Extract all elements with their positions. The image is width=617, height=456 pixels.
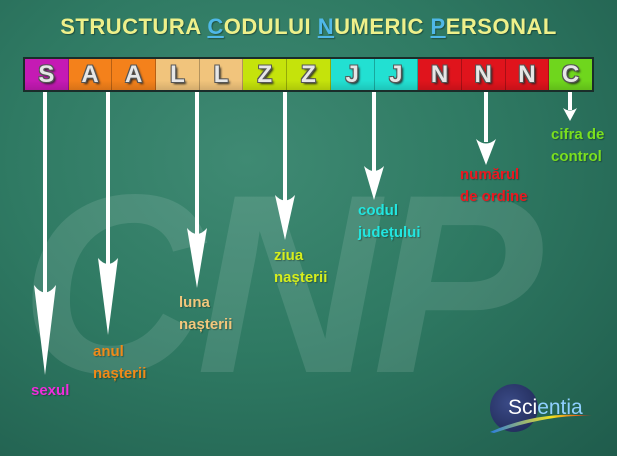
title-highlight-c: C (207, 14, 224, 39)
logo-text: Scientia (508, 396, 583, 420)
arrow-control (563, 92, 577, 121)
title-highlight-n: N (317, 14, 335, 39)
title-part-1: STRUCTURA (60, 14, 208, 39)
cell-l1: L (156, 59, 200, 90)
label-luna: luna nașterii (179, 292, 232, 336)
label-luna-line-1: luna (179, 294, 210, 311)
scientia-logo: Scientia (490, 384, 600, 436)
label-judet: codul județului (358, 200, 421, 244)
label-ordine-line-1: numărul (460, 166, 520, 183)
cnp-digit-strip: S A A L L Z Z J J N N N C (23, 57, 594, 92)
cell-s: S (25, 59, 69, 90)
label-anul-line-2: nașterii (93, 365, 147, 382)
cell-c: C (549, 59, 592, 90)
label-ziua-line-1: ziua (274, 247, 304, 264)
label-sexul: sexul (31, 380, 69, 402)
arrow-anul (98, 92, 118, 335)
label-anul: anul nașterii (93, 341, 146, 385)
label-control-line-1: cifra de (551, 126, 605, 143)
title-part-4: ERSONAL (445, 14, 557, 39)
page-title: STRUCTURA CODULUI NUMERIC PERSONAL (0, 14, 617, 40)
logo-text-main: Sci (508, 396, 538, 419)
label-ziua: ziua nașterii (274, 245, 327, 289)
label-ziua-line-2: nașterii (274, 269, 328, 286)
cell-n1: N (418, 59, 462, 90)
label-sexul-line-1: sexul (31, 382, 70, 399)
title-part-2: ODULUI (223, 14, 318, 39)
arrow-sexul (34, 92, 56, 375)
title-highlight-p: P (430, 14, 446, 39)
logo-swoosh (490, 414, 592, 433)
label-luna-line-2: nașterii (179, 316, 233, 333)
cell-z2: Z (287, 59, 331, 90)
label-ordine-line-2: de ordine (460, 188, 528, 205)
label-judet-line-2: județului (358, 224, 421, 241)
cell-l2: L (199, 59, 244, 90)
label-ordine: numărul de ordine (460, 164, 528, 208)
label-control: cifra de control (551, 124, 604, 168)
cell-a1: A (68, 59, 113, 90)
arrow-ziua (275, 92, 295, 240)
cell-n2: N (461, 59, 506, 90)
label-anul-line-1: anul (93, 343, 124, 360)
cell-a2: A (112, 59, 157, 90)
label-control-line-2: control (551, 148, 602, 165)
arrow-judet (364, 92, 384, 200)
arrow-luna (187, 92, 207, 288)
cell-j2: J (374, 59, 419, 90)
label-judet-line-1: codul (358, 202, 398, 219)
cell-z1: Z (243, 59, 288, 90)
cell-j1: J (330, 59, 375, 90)
logo-text-tail: entia (537, 396, 583, 419)
cell-n3: N (505, 59, 550, 90)
arrow-ordine (476, 92, 496, 165)
title-part-3: UMERIC (334, 14, 431, 39)
